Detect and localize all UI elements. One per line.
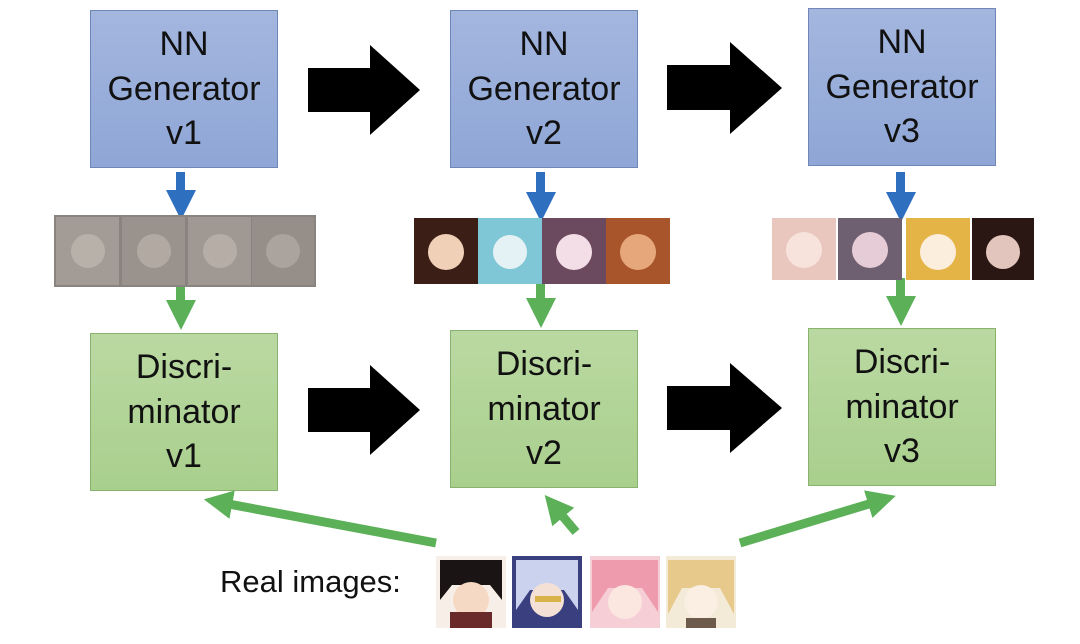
discriminator-box-v1: Discri- minator v1 xyxy=(90,333,278,491)
discriminator-v1-line-1: Discri- xyxy=(135,347,233,386)
discriminator-v3-line-1: Discri- xyxy=(853,342,951,381)
generated-images-v3 xyxy=(772,218,1034,280)
black-arrow-dis-v2-to-v3 xyxy=(667,363,782,453)
generator-v3-line-3: v3 xyxy=(884,112,920,151)
discriminator-v2-line-1: Discri- xyxy=(495,344,593,383)
generator-v1-line-3: v1 xyxy=(166,114,202,153)
generator-box-v3: NN Generator v3 xyxy=(808,8,996,166)
green-arrow-img-v2 xyxy=(526,280,556,328)
discriminator-v1-line-2: minator xyxy=(127,392,241,431)
green-arrow-img-v1 xyxy=(166,282,196,330)
real-image-4 xyxy=(666,556,736,628)
green-arrow-img-v3 xyxy=(886,278,916,326)
green-arrow-real-to-v1 xyxy=(203,490,437,548)
black-arrow-gen-v2-to-v3 xyxy=(667,42,782,134)
real-image-2 xyxy=(512,556,582,628)
discriminator-box-v2: Discri- minator v2 xyxy=(450,330,638,488)
generator-v3-line-1: NN xyxy=(877,22,927,61)
discriminator-v3-line-3: v3 xyxy=(884,432,920,471)
generator-v1-line-1: NN xyxy=(159,24,209,63)
generated-images-v2 xyxy=(414,218,670,284)
discriminator-v3-line-2: minator xyxy=(845,387,959,426)
black-arrow-dis-v1-to-v2 xyxy=(308,365,420,455)
discriminator-v2-line-3: v2 xyxy=(526,434,562,473)
real-image-1 xyxy=(436,556,506,628)
generator-v2-line-1: NN xyxy=(519,24,569,63)
green-arrow-real-to-v3 xyxy=(738,490,896,548)
black-arrow-gen-v1-to-v2 xyxy=(308,45,420,135)
blue-arrow-gen-v2 xyxy=(526,172,556,222)
blue-arrow-gen-v3 xyxy=(886,172,916,222)
real-image-3 xyxy=(590,556,660,628)
blue-arrow-gen-v1 xyxy=(166,172,196,220)
discriminator-v2-line-2: minator xyxy=(487,389,601,428)
real-images xyxy=(436,556,736,628)
generator-v2-line-3: v2 xyxy=(526,114,562,153)
generator-box-v1: NN Generator v1 xyxy=(90,10,278,168)
generator-v1-line-2: Generator xyxy=(107,69,261,108)
generator-v3-line-2: Generator xyxy=(825,67,979,106)
generator-box-v2: NN Generator v2 xyxy=(450,10,638,168)
real-images-label: Real images: xyxy=(220,564,401,599)
discriminator-box-v3: Discri- minator v3 xyxy=(808,328,996,486)
discriminator-v1-line-3: v1 xyxy=(166,437,202,476)
generator-v2-line-2: Generator xyxy=(467,69,621,108)
green-arrow-real-to-v2 xyxy=(544,495,580,535)
generated-images-v1 xyxy=(54,215,316,287)
